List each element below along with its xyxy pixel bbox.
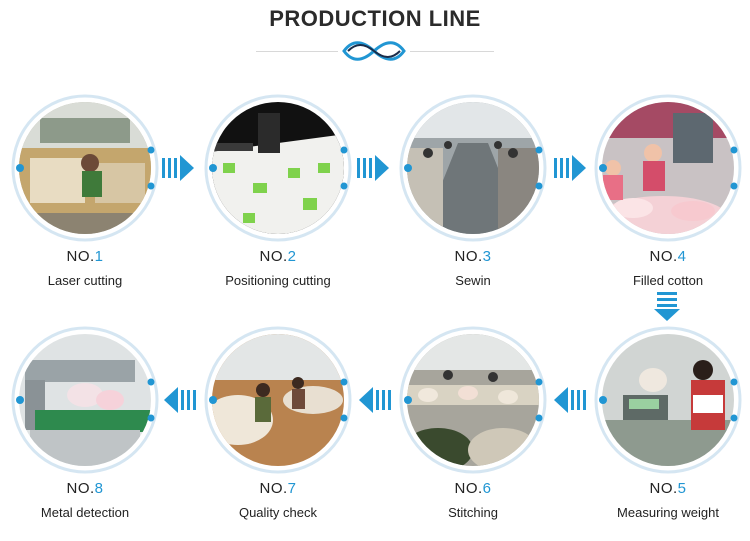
step-number: NO.6	[398, 480, 548, 497]
step-label: Stitching	[378, 505, 568, 520]
arrow-down-icon	[654, 290, 680, 322]
stitching-photo	[398, 325, 548, 475]
step-label: Sewin	[378, 273, 568, 288]
step-number: NO.3	[398, 248, 548, 265]
filled-cotton-photo	[593, 93, 743, 243]
page-title: PRODUCTION LINE	[0, 6, 750, 32]
measuring-weight-photo	[593, 325, 743, 475]
arrow-left-icon	[162, 385, 198, 415]
step-label: Laser cutting	[0, 273, 180, 288]
sewing-photo	[398, 93, 548, 243]
title-rule-right	[410, 51, 494, 52]
step-number: NO.8	[10, 480, 160, 497]
arrow-right-icon	[160, 153, 196, 183]
title-rule-left	[256, 51, 338, 52]
laser-cutting-photo	[10, 93, 160, 243]
step-label: Quality check	[183, 505, 373, 520]
positioning-cutting-photo	[203, 93, 353, 243]
arrow-right-icon	[552, 153, 588, 183]
quality-check-photo	[203, 325, 353, 475]
step-number: NO.7	[203, 480, 353, 497]
step-number: NO.2	[203, 248, 353, 265]
wave-ornament-icon	[338, 38, 410, 64]
step-number: NO.5	[593, 480, 743, 497]
step-label: Metal detection	[0, 505, 180, 520]
metal-detection-photo	[10, 325, 160, 475]
step-label: Filled cotton	[573, 273, 750, 288]
step-number: NO.4	[593, 248, 743, 265]
arrow-right-icon	[355, 153, 391, 183]
arrow-left-icon	[357, 385, 393, 415]
step-label: Positioning cutting	[183, 273, 373, 288]
step-number: NO.1	[10, 248, 160, 265]
arrow-left-icon	[552, 385, 588, 415]
step-label: Measuring weight	[573, 505, 750, 520]
